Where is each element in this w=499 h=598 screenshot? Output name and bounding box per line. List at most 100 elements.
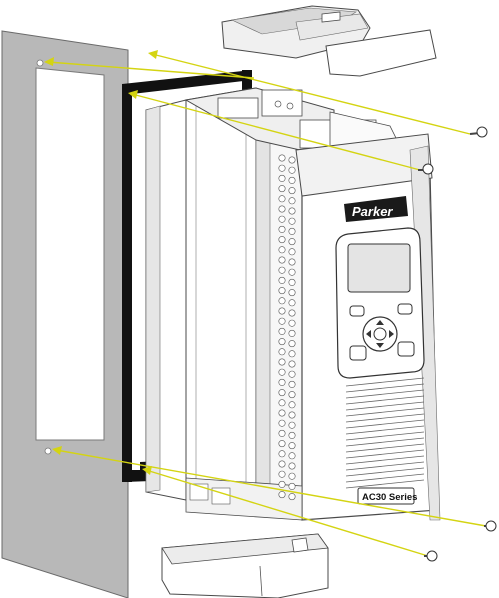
key-bottom-left — [349, 345, 367, 361]
vent-hole — [288, 493, 296, 501]
vent-hole — [288, 248, 296, 256]
screw-top-right — [469, 126, 488, 138]
arrow-bottom-1 — [52, 446, 487, 527]
vent-slot — [345, 473, 425, 483]
top-cover — [221, 5, 437, 77]
vent-slot — [345, 449, 425, 459]
vent-hole — [288, 156, 296, 164]
vent-hole — [288, 401, 296, 409]
vent-hole — [278, 185, 286, 193]
vent-slot — [345, 437, 425, 447]
vent-hole — [288, 482, 296, 490]
vent-hole — [288, 278, 296, 286]
vent-slot — [345, 401, 425, 411]
vent-hole — [288, 309, 296, 317]
vent-hole — [288, 421, 296, 429]
vent-hole — [278, 389, 286, 397]
vent-slot — [345, 425, 425, 435]
vent-hole — [278, 154, 286, 162]
vent-hole — [278, 399, 286, 407]
brand-badge: Parker — [344, 196, 408, 222]
vent-hole — [278, 368, 286, 376]
arrow-top-2 — [148, 50, 471, 135]
mounting-panel — [1, 30, 129, 598]
vent-hole — [288, 238, 296, 246]
screw-bottom-middle — [424, 550, 438, 562]
vent-slot — [345, 413, 425, 423]
vent-hole — [278, 419, 286, 427]
vent-hole — [288, 431, 296, 439]
vent-hole — [288, 340, 296, 348]
series-badge: AC30 Series — [357, 487, 417, 505]
vent-hole — [278, 480, 286, 488]
vent-hole — [288, 370, 296, 378]
screw-top-middle — [418, 163, 434, 175]
vent-hole — [278, 215, 286, 223]
arrow-top-1 — [44, 57, 255, 79]
vent-slot — [345, 443, 425, 453]
vent-slot — [345, 455, 425, 465]
vent-hole — [288, 207, 296, 215]
lcd-display — [347, 243, 411, 293]
vent-hole — [278, 225, 286, 233]
vent-hole — [288, 319, 296, 327]
mounting-screws — [418, 126, 497, 562]
vent-hole — [278, 338, 286, 346]
vent-hole — [278, 440, 286, 448]
key-bottom-right — [397, 341, 415, 357]
brand-label: Parker — [352, 204, 393, 219]
vent-slot — [345, 407, 425, 417]
vent-hole — [278, 287, 286, 295]
vent-slot — [345, 419, 425, 429]
soft-key-right — [397, 303, 413, 315]
vent-hole — [278, 409, 286, 417]
vent-hole — [278, 297, 286, 305]
vent-hole — [288, 442, 296, 450]
soft-key-left — [349, 305, 365, 317]
vent-hole — [288, 329, 296, 337]
vent-hole — [288, 380, 296, 388]
vent-hole — [278, 276, 286, 284]
vent-slot — [345, 389, 425, 399]
vent-slot — [345, 461, 425, 471]
vent-hole — [288, 217, 296, 225]
vent-hole — [278, 205, 286, 213]
vent-hole — [278, 470, 286, 478]
keypad-module — [335, 227, 425, 379]
vent-hole — [278, 358, 286, 366]
vent-hole — [288, 187, 296, 195]
vent-hole — [278, 317, 286, 325]
side-vent-holes — [278, 154, 296, 501]
vent-hole — [278, 174, 286, 182]
vent-hole — [288, 350, 296, 358]
vent-slot — [345, 467, 425, 477]
vent-hole — [288, 391, 296, 399]
front-vent-slots — [345, 377, 425, 489]
screw-bottom-right — [484, 520, 497, 532]
vent-hole — [288, 176, 296, 184]
vent-hole — [288, 299, 296, 307]
vent-hole — [278, 256, 286, 264]
vent-hole — [288, 452, 296, 460]
vent-hole — [288, 360, 296, 368]
vent-slot — [345, 383, 425, 393]
vent-hole — [278, 164, 286, 172]
vent-hole — [288, 289, 296, 297]
vent-hole — [278, 491, 286, 499]
vent-hole — [278, 450, 286, 458]
vent-hole — [288, 472, 296, 480]
vent-slot — [345, 479, 425, 489]
vent-hole — [278, 460, 286, 468]
vent-hole — [278, 307, 286, 315]
vent-hole — [278, 378, 286, 386]
bottom-cover — [161, 533, 329, 598]
vent-hole — [288, 227, 296, 235]
vent-hole — [278, 348, 286, 356]
vent-hole — [288, 258, 296, 266]
vent-hole — [278, 195, 286, 203]
vent-slot — [345, 395, 425, 405]
series-label: AC30 Series — [362, 492, 417, 503]
vent-slot — [345, 377, 425, 387]
vent-hole — [278, 429, 286, 437]
